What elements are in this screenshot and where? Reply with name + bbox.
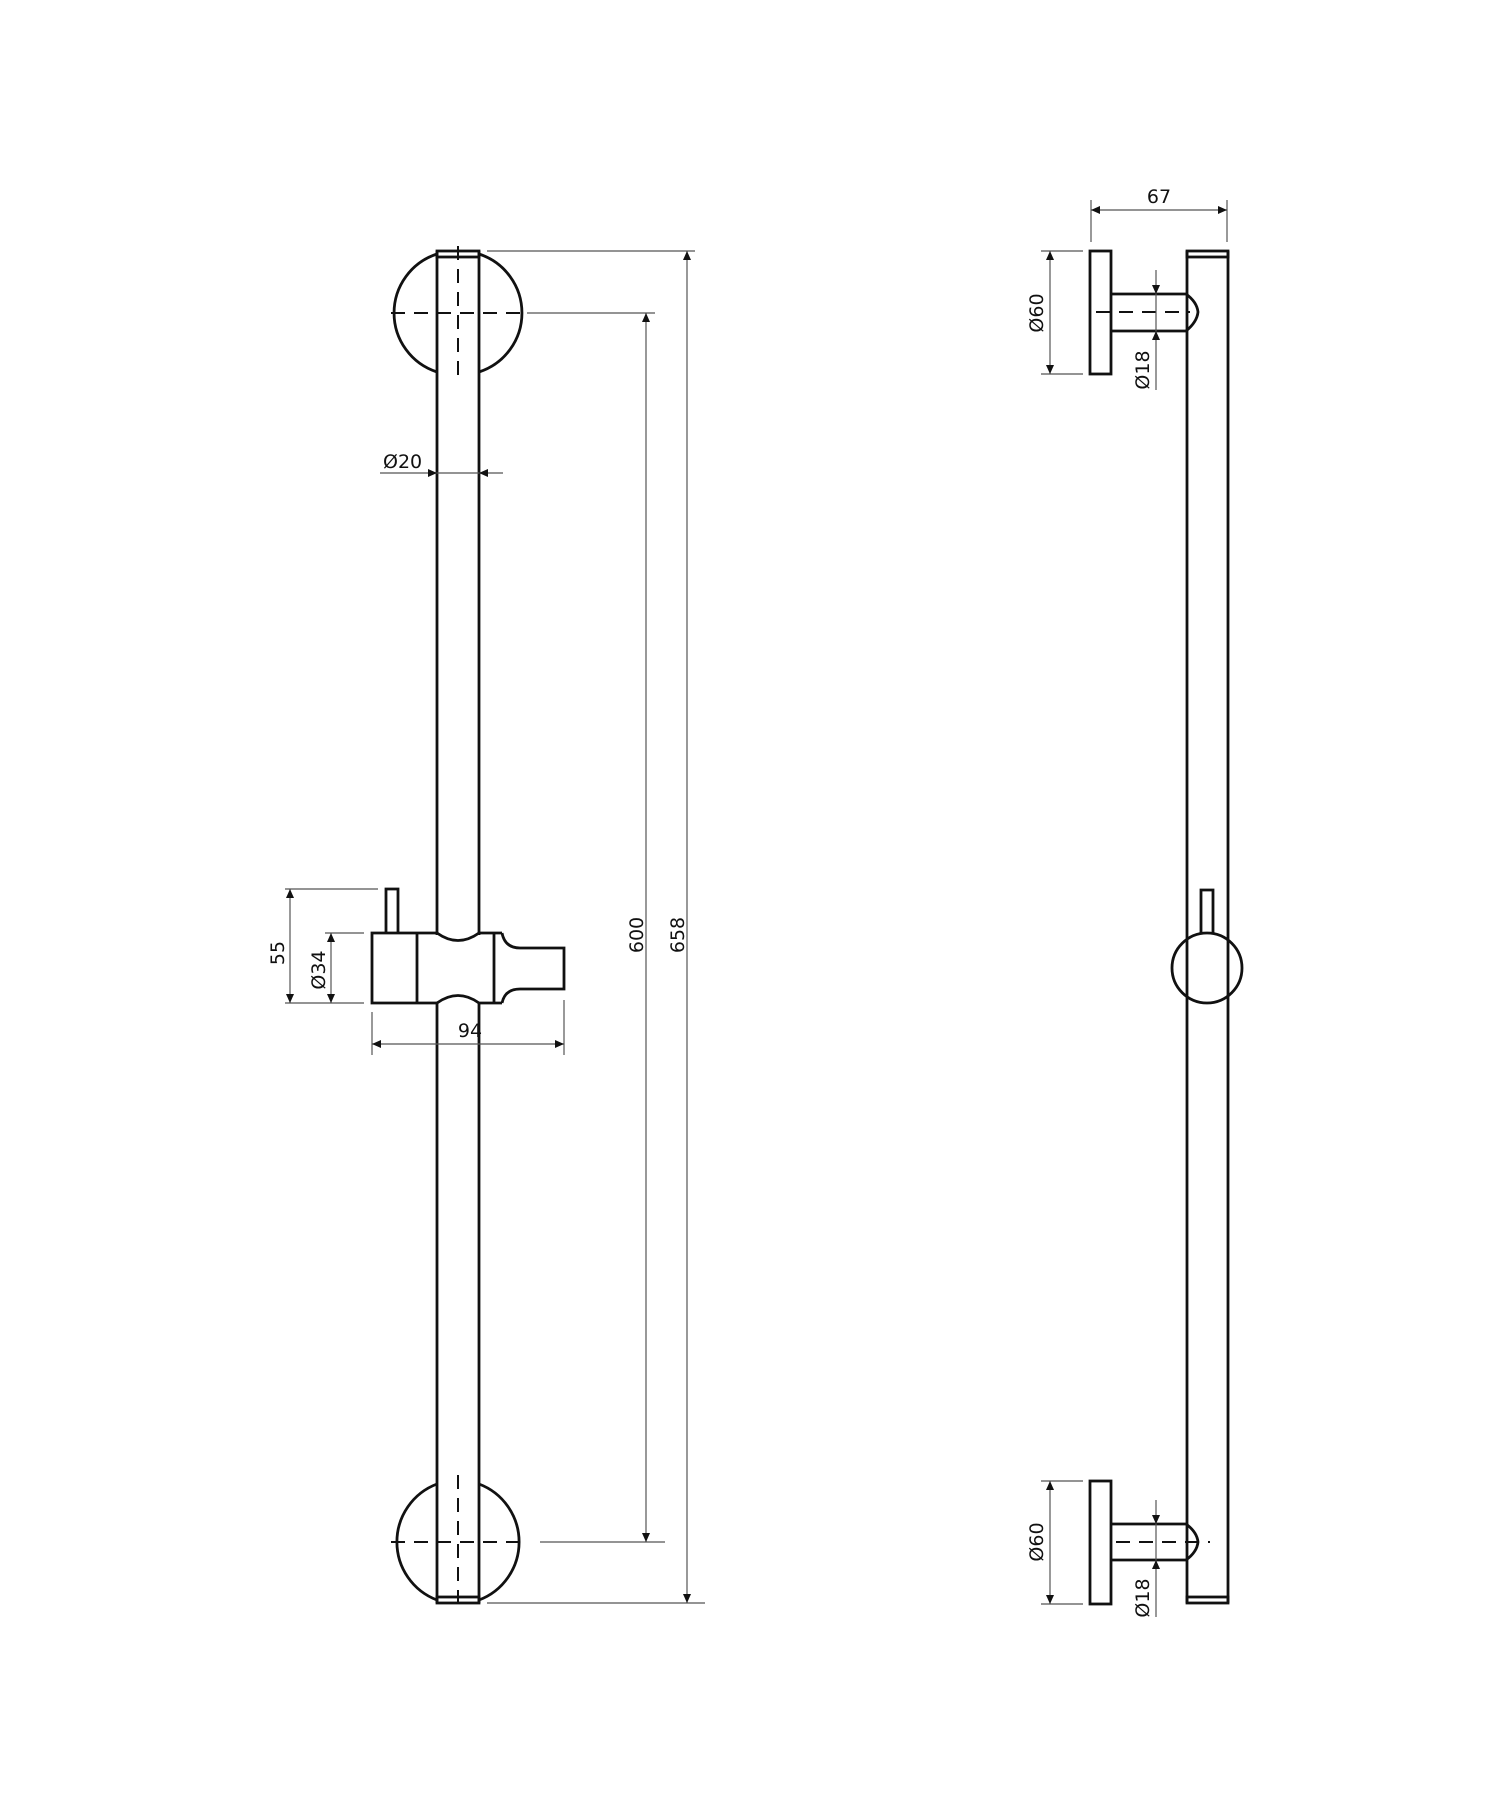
dim-label-top-flange-diameter: Ø60 (1026, 293, 1048, 332)
dim-bottom-flange-diameter: Ø60 (1026, 1480, 1083, 1605)
dim-projection: 67 (1090, 186, 1228, 242)
dim-slider-height: 55 (267, 888, 378, 1004)
dim-mount-centers: 600 (527, 312, 665, 1543)
dim-label-slider-diameter: Ø34 (308, 950, 330, 989)
dim-label-mount-centers: 600 (626, 917, 648, 953)
side-top-mount (1088, 249, 1200, 376)
dim-bottom-pin-diameter: Ø18 (1132, 1500, 1160, 1618)
dim-overall-length: 658 (487, 250, 705, 1604)
dim-rod-diameter: Ø20 (380, 451, 503, 477)
dim-label-slider-height: 55 (267, 941, 289, 965)
side-view: 67 Ø60 Ø18 Ø60 (1026, 186, 1244, 1618)
dim-label-projection: 67 (1147, 186, 1171, 208)
dim-label-bottom-pin-diameter: Ø18 (1132, 1578, 1154, 1617)
side-slider (1170, 888, 1244, 1005)
dim-label-bottom-flange-diameter: Ø60 (1026, 1522, 1048, 1561)
rail-rod (435, 249, 481, 1605)
dim-slider-diameter: Ø34 (308, 932, 364, 1003)
side-rail-rod (1185, 249, 1230, 1605)
front-view: Ø20 600 658 55 (267, 246, 705, 1610)
dim-label-overall-length: 658 (667, 917, 689, 953)
side-bottom-mount (1088, 1479, 1210, 1606)
dim-top-pin-diameter: Ø18 (1132, 270, 1160, 390)
dim-label-top-pin-diameter: Ø18 (1132, 350, 1154, 389)
dim-slider-width: 94 (371, 1000, 565, 1055)
dim-top-flange-diameter: Ø60 (1026, 250, 1083, 375)
slider (370, 887, 566, 1005)
dim-label-rod-diameter: Ø20 (383, 451, 422, 473)
dim-label-slider-width: 94 (458, 1020, 482, 1042)
